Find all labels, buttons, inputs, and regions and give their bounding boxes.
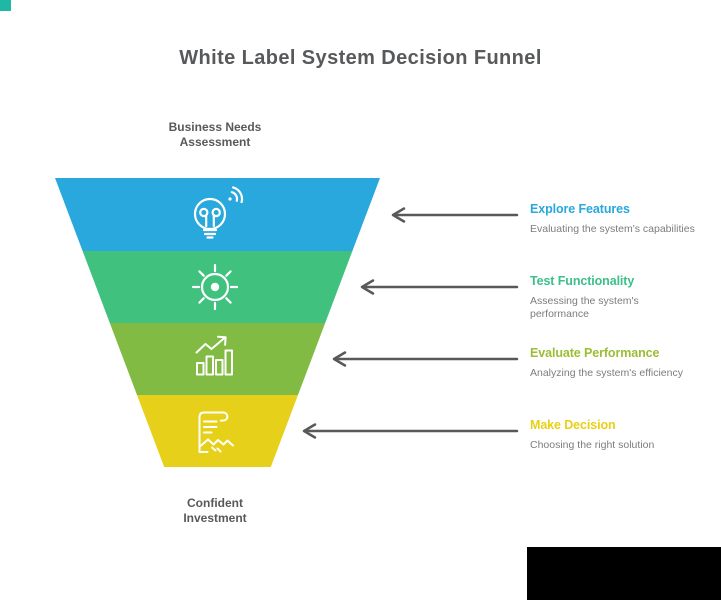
arrow-decision — [302, 423, 519, 439]
step-description: Analyzing the system's efficiency — [530, 367, 683, 379]
step-description: Evaluating the system's capabilities — [530, 223, 695, 235]
arrow-test — [360, 279, 519, 295]
funnel-bottom-label: Confident Investment — [183, 496, 247, 525]
step-explore: Explore Features Evaluating the system's… — [530, 202, 705, 236]
step-heading: Make Decision — [530, 418, 616, 432]
funnel-top-label: Business Needs Assessment — [168, 120, 262, 149]
step-decision: Make Decision Choosing the right solutio… — [530, 418, 705, 452]
arrow-explore — [391, 207, 519, 223]
growth-chart-icon — [195, 335, 233, 376]
funnel-segment-explore — [55, 178, 380, 251]
step-evaluate: Evaluate Performance Analyzing the syste… — [530, 346, 705, 380]
settings-gear-icon — [191, 263, 239, 311]
page-title: White Label System Decision Funnel — [179, 47, 542, 69]
arrow-evaluate — [332, 351, 519, 367]
funnel-segment-decision — [137, 395, 298, 467]
corner-accent-square — [0, 0, 11, 11]
step-heading: Evaluate Performance — [530, 346, 660, 360]
step-heading: Test Functionality — [530, 274, 635, 288]
step-heading: Explore Features — [530, 202, 630, 216]
step-test: Test Functionality Assessing the system'… — [530, 274, 705, 321]
idea-lightbulb-icon — [193, 186, 244, 239]
watermark-box — [527, 547, 721, 600]
step-description: Assessing the system's performance — [530, 295, 639, 320]
contract-handshake-icon — [198, 411, 234, 453]
step-description: Choosing the right solution — [530, 439, 655, 451]
